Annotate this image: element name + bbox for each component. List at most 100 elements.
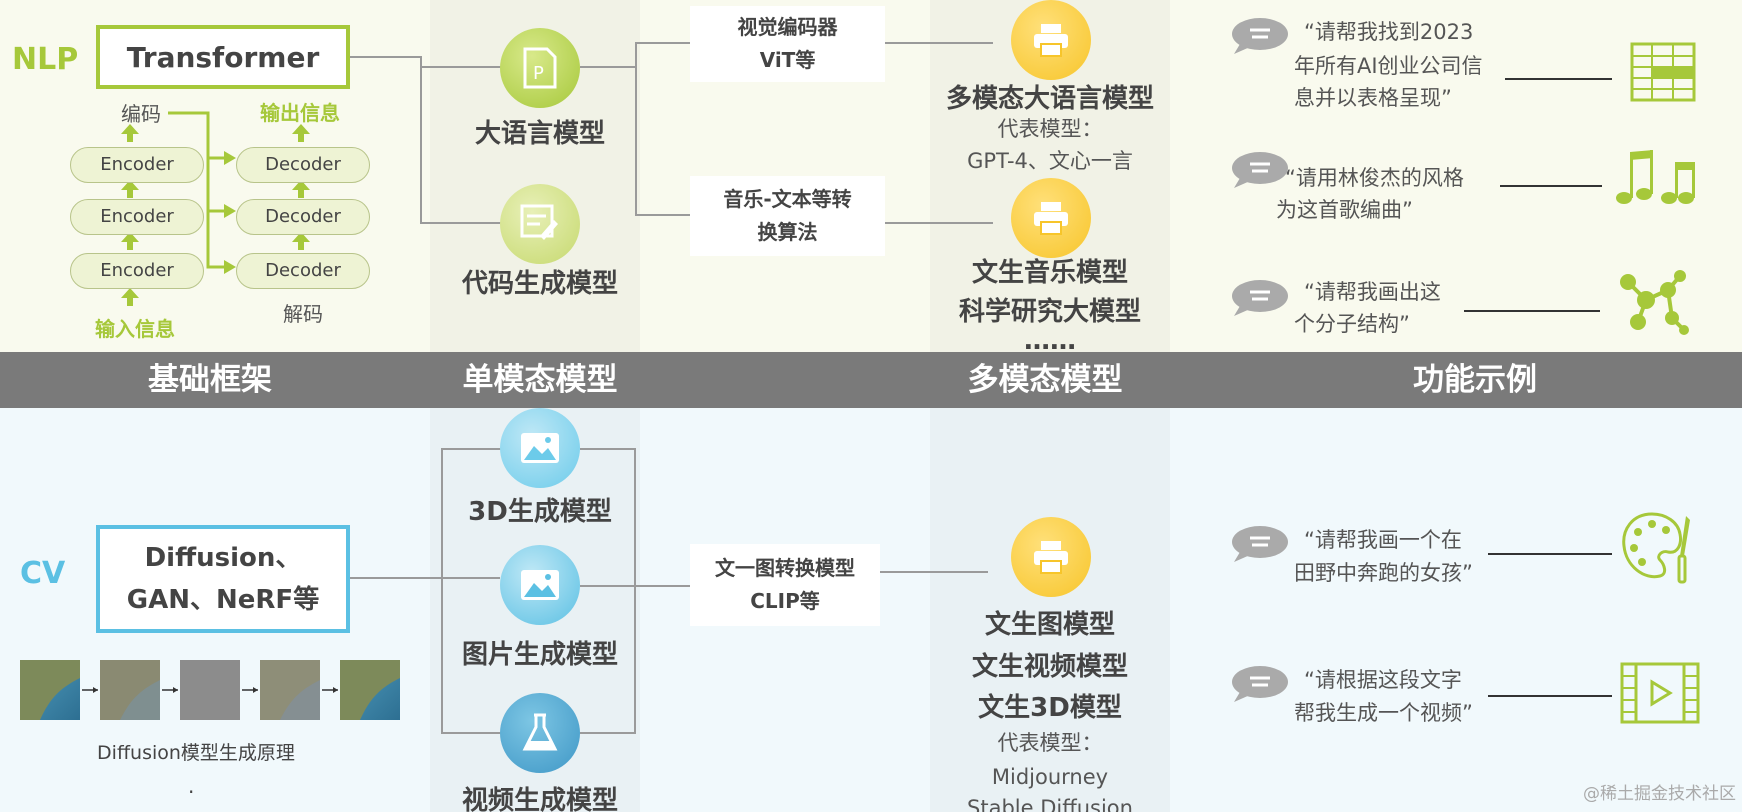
connector-line [880, 571, 988, 573]
connector-line [350, 577, 500, 579]
example-quote: 田野中奔跑的女孩” [1294, 561, 1473, 585]
framework-line: GAN、NeRF等 [126, 585, 320, 615]
framework-line: Diffusion、 [144, 543, 302, 573]
table-icon [1630, 42, 1696, 106]
mm-llm-title: 多模态大语言模型 [945, 84, 1154, 114]
example-quote: 年所有AI创业公司信 [1294, 54, 1483, 78]
connector-line [635, 214, 690, 216]
connector-line [420, 56, 422, 224]
llm-label: 大语言模型 [474, 119, 605, 149]
connector-line [580, 585, 690, 587]
cv-mm-sub: 代表模型： [997, 731, 1103, 755]
3d-gen-label: 3D生成模型 [468, 497, 612, 527]
example-quote: 息并以表格呈现” [1294, 86, 1452, 110]
example-quote: 帮我生成一个视频” [1294, 701, 1473, 725]
music-model-title: 文生音乐模型 [971, 258, 1128, 288]
decoder-block: Decoder [236, 199, 370, 235]
chat-bubble-icon [1230, 16, 1290, 60]
connector-line [580, 66, 635, 68]
bridge-line: 换算法 [757, 220, 818, 244]
dot: . [188, 774, 195, 798]
diffusion-box: Diffusion、 GAN、NeRF等 [96, 525, 350, 633]
connector-line [441, 448, 501, 450]
printer-icon [1011, 178, 1091, 258]
divider-line [1464, 310, 1600, 312]
cv-mm-model: Stable Diffusion [967, 796, 1133, 812]
palette-icon [1620, 510, 1694, 590]
mm-llm-sub: 代表模型： [997, 117, 1103, 141]
t2v-title: 文生视频模型 [971, 652, 1128, 682]
connector-line [420, 222, 505, 224]
printer-icon [1011, 0, 1091, 80]
bridge-line: ViT等 [759, 48, 816, 72]
cv-mm-model: Midjourney [991, 765, 1109, 789]
decoder-block: Decoder [236, 147, 370, 183]
encoder-decoder-arrows [121, 111, 310, 306]
t2i-title: 文生图模型 [984, 610, 1115, 640]
connector-line [441, 448, 443, 734]
image-gen-label: 图片生成模型 [461, 640, 618, 670]
molecule-icon [1616, 268, 1690, 342]
ellipsis: …… [1024, 326, 1076, 352]
connector-line [420, 66, 505, 68]
image-icon [500, 408, 580, 488]
flask-icon [500, 693, 580, 773]
example-quote: 个分子结构” [1294, 312, 1410, 336]
example-quote: “请根据这段文字 [1304, 668, 1462, 692]
diffusion-process-strip [20, 660, 400, 720]
chat-bubble-icon [1230, 278, 1290, 322]
connector-line [885, 42, 993, 44]
divider-line [1488, 553, 1612, 555]
bridge-line: CLIP等 [750, 589, 820, 613]
output-label: 输出信息 [260, 101, 340, 125]
example-quote: “请帮我找到2023 [1304, 20, 1474, 44]
transformer-box: Transformer [96, 25, 350, 89]
video-film-icon [1620, 662, 1700, 728]
t23d-title: 文生3D模型 [978, 693, 1122, 723]
nlp-tag: NLP [12, 42, 79, 77]
mm-llm-models: GPT-4、文心一言 [967, 149, 1133, 173]
bridge-line: 音乐-文本等转 [723, 187, 852, 211]
chat-bubble-icon [1230, 150, 1290, 194]
divider-line [1505, 78, 1612, 80]
printer-icon [1011, 517, 1091, 597]
decoder-block: Decoder [236, 253, 370, 289]
chat-bubble-icon [1230, 664, 1290, 708]
connector-line [885, 222, 993, 224]
image-icon [500, 545, 580, 625]
connector-line [580, 732, 634, 734]
connector-line [635, 42, 690, 44]
encode-label: 编码 [121, 102, 161, 126]
band-label-single-modal: 单模态模型 [462, 362, 618, 398]
divider-line [1500, 185, 1602, 187]
science-model-title: 科学研究大模型 [958, 297, 1141, 327]
connector-line [580, 448, 634, 450]
connector-line [441, 732, 501, 734]
encoder-block: Encoder [70, 199, 204, 235]
chat-bubble-icon [1230, 524, 1290, 568]
cv-tag: CV [20, 556, 66, 591]
bridge-line: 视觉编码器 [737, 15, 838, 39]
diffusion-caption: Diffusion模型生成原理 [97, 742, 295, 764]
svg-text:P: P [533, 63, 544, 84]
vision-encoder-box: 视觉编码器 ViT等 [690, 6, 885, 82]
category-band [0, 352, 1742, 408]
example-quote: 为这首歌编曲” [1276, 198, 1413, 222]
music-text-box: 音乐-文本等转 换算法 [690, 176, 885, 256]
music-notes-icon [1614, 148, 1696, 212]
connector-line [635, 42, 637, 216]
band-label-framework: 基础框架 [148, 362, 272, 398]
decode-label: 解码 [283, 302, 323, 326]
divider-line [1488, 695, 1612, 697]
band-label-examples: 功能示例 [1413, 362, 1537, 398]
example-quote: “请用林俊杰的风格 [1285, 166, 1464, 190]
encoder-block: Encoder [70, 253, 204, 289]
example-quote: “请帮我画一个在 [1304, 528, 1462, 552]
connector-line [350, 56, 420, 58]
video-gen-label: 视频生成模型 [461, 786, 618, 812]
code-pencil-icon [500, 184, 580, 264]
document-p-icon: P [500, 28, 580, 108]
band-label-multimodal: 多模态模型 [967, 362, 1123, 398]
code-gen-label: 代码生成模型 [461, 269, 618, 299]
connector-line [634, 448, 636, 734]
